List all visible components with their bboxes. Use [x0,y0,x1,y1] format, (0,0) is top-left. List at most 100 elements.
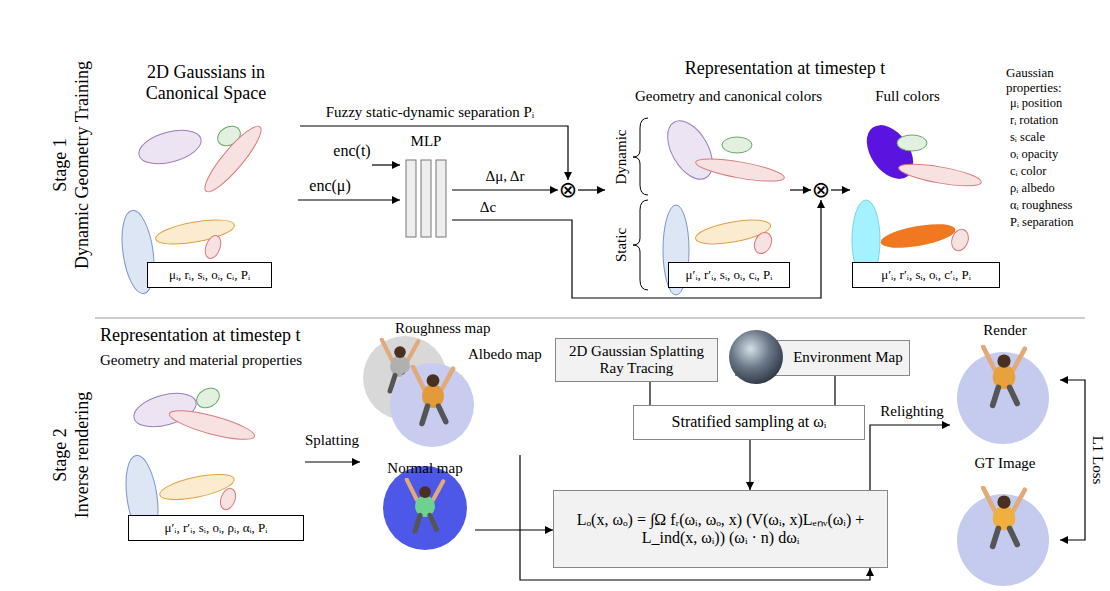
canonical-gaussians [117,120,267,295]
process-box: Stratified sampling at ωᵢ [633,405,865,440]
edge-label: Fuzzy static-dynamic separation Pᵢ [326,104,535,121]
property-box: μ′ᵢ, r′ᵢ, sᵢ, oᵢ, c′ᵢ, Pᵢ [852,262,1000,288]
connector [834,376,835,405]
node-text: Normal map [375,460,475,477]
material-maps: Roughness mapAlbedo map [360,318,545,455]
process-box: Environment Map [735,340,910,376]
encoding-arrows [298,165,400,200]
gt-image: GT Image [950,455,1060,590]
gaussian-ellipse [658,113,721,186]
edge-label: Relighting [880,403,943,420]
gaussian-ellipse [167,405,257,445]
property-box: μ′ᵢ, r′ᵢ, sᵢ, oᵢ, cᵢ, Pᵢ [668,262,790,288]
node-text: Environment Map [793,349,903,366]
connector [649,382,650,405]
gaussian-ellipse [135,124,205,170]
mlp-layer [436,160,446,237]
process-box: 2D Gaussian Splatting Ray Tracing [555,338,718,382]
connector [831,189,850,190]
normal-map: Normal map [375,460,475,552]
gaussian-ellipse [897,160,983,190]
albedo-map [390,363,474,447]
colored-gaussians [852,117,983,280]
material-group: Representation at timestep tGeometry and… [100,325,305,545]
mlp-layer [421,160,431,237]
connector [790,189,811,190]
property-box: μᵢ, rᵢ, sᵢ, oᵢ, cᵢ, Pᵢ [147,262,272,288]
gt-figure [983,488,1024,546]
node-text: Geometry and material properties [100,352,340,369]
node-text: MLP [390,133,462,150]
label-text: Stage 2 [50,428,71,482]
multiply-node: ⊗ [558,180,578,200]
render-image: Render [950,322,1060,448]
normal-figure [407,480,443,531]
gaussian-ellipse [202,233,223,260]
label-text: Stage 1 [50,138,71,192]
gaussian-ellipse [193,384,223,412]
label-text: ρᵢ albedo [1010,181,1055,195]
node-text: 2D Gaussians in Canonical Space [126,62,286,103]
curly-brace [633,200,648,290]
mlp-layers [406,160,446,237]
node-text: Stratified sampling at ωᵢ [672,413,827,431]
node-text: μ′ᵢ, r′ᵢ, sᵢ, oᵢ, c′ᵢ, Pᵢ [881,268,971,283]
connector [452,189,558,190]
gaussian-ellipse [694,154,785,185]
label-text: Dynamic [613,130,630,185]
connector [578,189,605,190]
node-text: Representation at timestep t [100,325,340,346]
geometry-group: Geometry and canonical colorsμ′ᵢ, r′ᵢ, s… [605,88,790,292]
label-text: Dynamic Geometry Training [72,61,93,269]
curly-brace [633,118,648,195]
albedo-figure [413,367,453,424]
gaussian-ellipse [218,486,239,511]
connector [452,200,821,298]
gaussian-ellipse [751,230,775,257]
mlp-block: MLP [400,133,452,238]
gaussian-ellipse [949,227,972,253]
edge-label: Δc [480,199,496,216]
gaussian-ellipse [154,215,236,249]
label-text: μᵢ position [1010,96,1062,110]
node-text: GT Image [950,455,1060,472]
label-text: αᵢ roughness [1010,198,1072,212]
node-text: Lₒ(x, ωₒ) = ∫Ω fᵣ(ωᵢ, ωₒ, x) (V(ωᵢ, x)Lₑ… [558,511,883,548]
edge-label: L1 Loss [1088,436,1105,485]
stage-divider [95,318,1085,319]
gaussian-ellipse [198,120,267,197]
material-maps [363,336,474,550]
render-figure [983,347,1024,405]
gaussian-ellipse [879,220,957,253]
connector [300,126,568,180]
mlp-layer [406,160,416,237]
canonical-group: 2D Gaussians in Canonical Space μᵢ, rᵢ, s… [112,62,300,292]
node-text: Render [950,322,1060,339]
node-text: Geometry and canonical colors [635,88,855,105]
node-text: μ′ᵢ, r′ᵢ, sᵢ, oᵢ, ρᵢ, αᵢ, Pᵢ [165,521,268,536]
input-arrow [372,164,400,165]
deformed-gaussians [633,113,786,295]
label-text: Inverse rendering [72,392,93,518]
normal-map [383,466,467,550]
label-text: cᵢ color [1010,164,1046,178]
node-text: Roughness map [395,320,515,337]
equation-box: Lₒ(x, ωₒ) = ∫Ω fᵣ(ωᵢ, ωₒ, x) (V(ωᵢ, x)Lₑ… [553,490,888,568]
edge-label: Splatting [305,432,359,449]
input-arrow [298,199,400,200]
node-text: Albedo map [468,346,548,363]
property-box: μ′ᵢ, r′ᵢ, sᵢ, oᵢ, ρᵢ, αᵢ, Pᵢ [128,515,304,541]
connector [1060,380,1085,540]
node-text: μᵢ, rᵢ, sᵢ, oᵢ, cᵢ, Pᵢ [169,268,250,283]
connector [870,425,950,490]
node-text: ⊗ [559,177,577,202]
node-text: 2D Gaussian Splatting Ray Tracing [560,343,713,378]
connector [475,529,553,530]
multiply-node: ⊗ [811,180,831,200]
label-text: rᵢ rotation [1010,113,1058,127]
connector [749,440,750,490]
label-text: Pᵢ separation [1010,215,1074,229]
label-text: enc(t) [333,142,370,160]
connector [305,461,360,462]
